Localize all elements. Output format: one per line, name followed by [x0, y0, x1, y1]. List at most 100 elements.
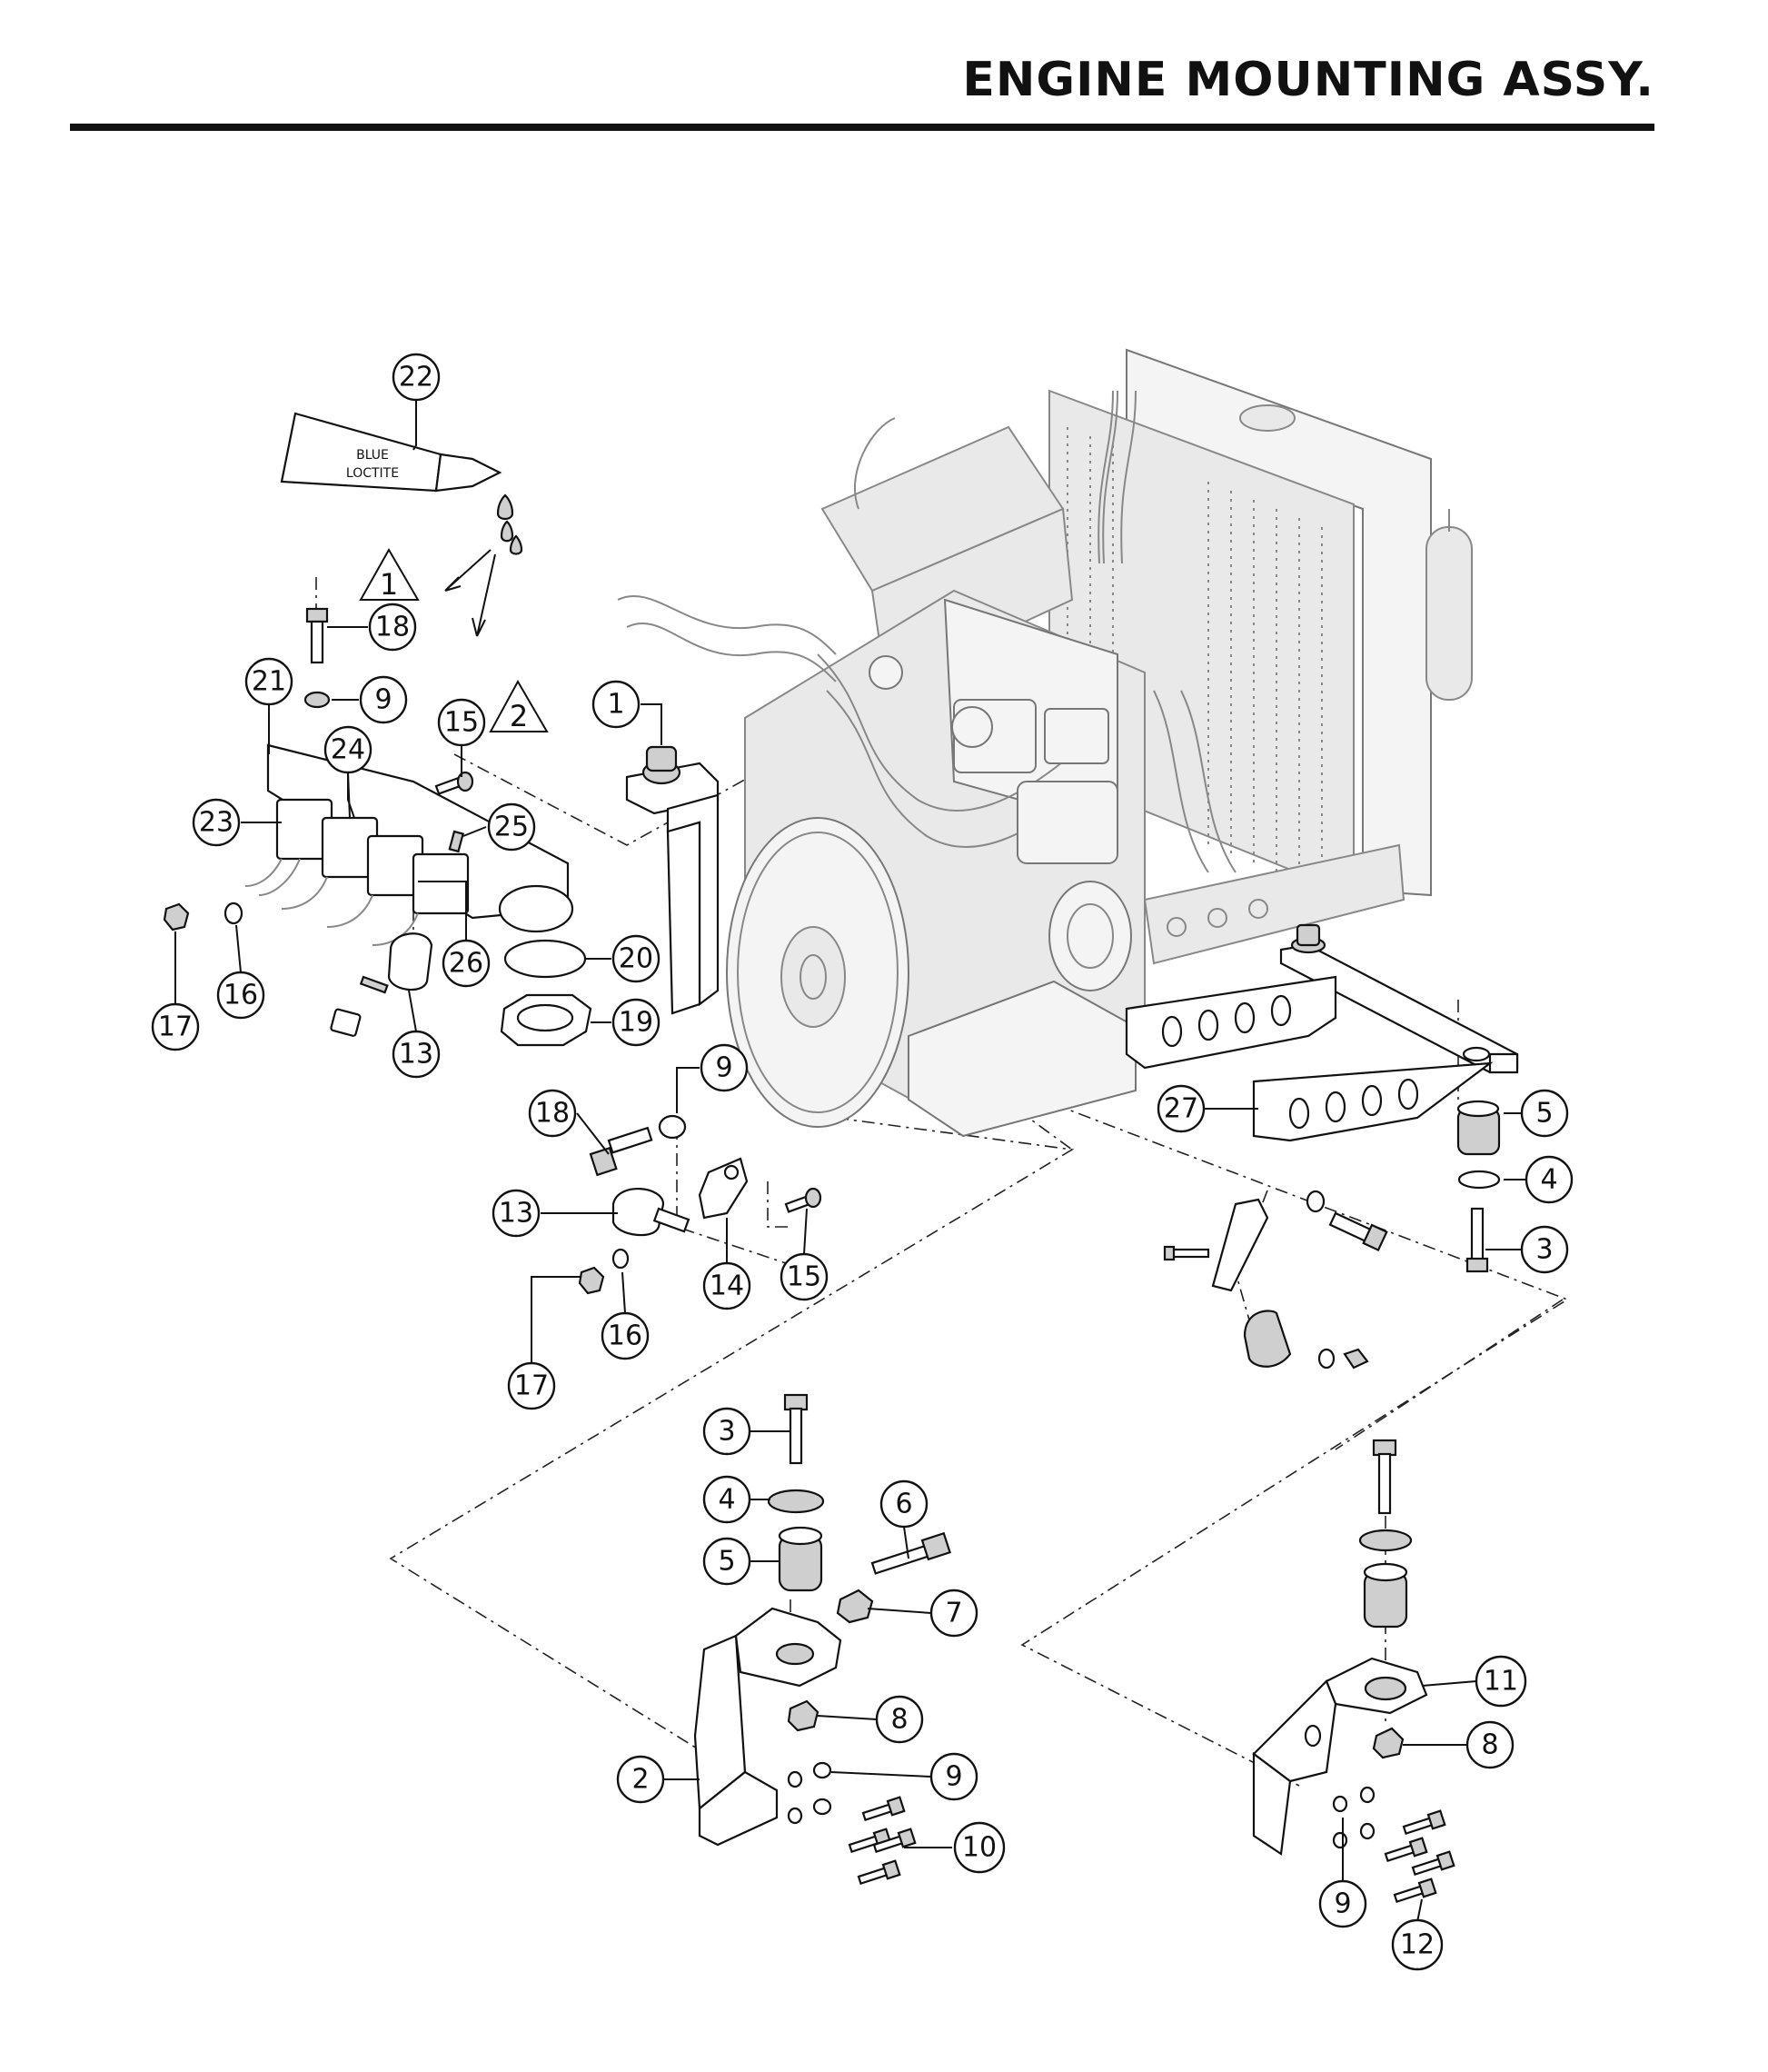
washer-16-upper — [223, 902, 243, 925]
svg-text:25: 25 — [494, 812, 529, 843]
svg-text:17: 17 — [158, 1011, 193, 1043]
washer-4-left — [767, 1489, 825, 1514]
spring-25 — [448, 830, 465, 853]
nut-17-lower — [578, 1266, 605, 1295]
bolt-3-right — [1465, 1207, 1489, 1273]
svg-text:22: 22 — [399, 362, 433, 393]
callout-12: 12 — [1391, 1918, 1444, 1971]
callout-9-middle: 9 — [700, 1043, 749, 1092]
svg-text:18: 18 — [375, 612, 410, 643]
callout-8-left: 8 — [875, 1695, 924, 1744]
svg-text:15: 15 — [787, 1261, 821, 1293]
mount-bracket-1 — [625, 745, 720, 1015]
washer-16-lower — [611, 1248, 630, 1270]
svg-text:17: 17 — [514, 1370, 549, 1402]
svg-text:9: 9 — [1334, 1888, 1351, 1920]
svg-text:18: 18 — [535, 1098, 570, 1130]
callout-5-right: 5 — [1520, 1089, 1569, 1138]
bolts-10 — [848, 1796, 917, 1885]
svg-text:19: 19 — [619, 1007, 653, 1039]
callout-6: 6 — [879, 1479, 929, 1529]
nut-17-upper — [163, 902, 190, 931]
mount-bracket-2 — [693, 1607, 842, 1847]
callout-9-right: 9 — [1318, 1879, 1367, 1928]
callout-18-upper: 18 — [368, 603, 417, 652]
bolts-12 — [1384, 1809, 1455, 1903]
bolt-3-left — [783, 1393, 809, 1465]
svg-text:9: 9 — [945, 1761, 962, 1793]
svg-text:13: 13 — [399, 1039, 433, 1071]
relay-block-23-24 — [244, 798, 470, 946]
isolator-5-rightlow — [1363, 1562, 1408, 1629]
side-bracket-27-upper — [1125, 975, 1337, 1070]
title-rule — [70, 124, 1654, 131]
svg-text:2: 2 — [631, 1764, 649, 1796]
svg-text:9: 9 — [715, 1052, 732, 1084]
callout-14: 14 — [702, 1261, 751, 1310]
callout-bubbles: 22 18 9 21 15 24 23 25 26 20 19 17 16 13… — [151, 353, 1574, 1971]
callout-22: 22 — [392, 353, 441, 402]
callout-9-upper: 9 — [359, 675, 408, 724]
callout-11: 11 — [1475, 1655, 1527, 1708]
relay-bracket-21 — [266, 743, 574, 933]
support-bar-27 — [1279, 923, 1519, 1074]
bolt-18-upper — [305, 607, 329, 664]
callout-27: 27 — [1157, 1084, 1206, 1133]
bolt-3-rightlow — [1372, 1439, 1397, 1515]
arrow-loctite-to-18 — [444, 549, 492, 592]
callout-19: 19 — [611, 998, 661, 1047]
svg-text:12: 12 — [1400, 1929, 1435, 1961]
bolt-15-upper — [434, 771, 474, 795]
callout-13-upper: 13 — [392, 1030, 441, 1079]
callout-15-upper: 15 — [437, 698, 486, 747]
isolator-5-left — [778, 1526, 823, 1592]
callout-26: 26 — [442, 939, 491, 988]
midright-hardware — [1163, 1190, 1388, 1370]
callout-5-left: 5 — [702, 1537, 751, 1586]
callout-21: 21 — [244, 657, 293, 706]
o-ring-20 — [503, 939, 587, 979]
callout-9-left: 9 — [929, 1752, 978, 1801]
svg-text:23: 23 — [199, 807, 233, 839]
nut-8-left — [787, 1699, 819, 1732]
callout-25: 25 — [487, 802, 536, 852]
callout-17-upper: 17 — [151, 1002, 200, 1051]
svg-text:4: 4 — [718, 1484, 735, 1516]
bolt-18-lower — [589, 1126, 653, 1177]
svg-text:14: 14 — [710, 1270, 744, 1302]
svg-text:4: 4 — [1540, 1164, 1557, 1196]
svg-text:20: 20 — [619, 943, 653, 975]
callout-15-lower: 15 — [780, 1252, 829, 1301]
bracket-14 — [698, 1157, 749, 1220]
svg-text:8: 8 — [890, 1704, 908, 1736]
nut-8-right — [1372, 1727, 1405, 1759]
isolator-5-right — [1456, 1100, 1501, 1156]
svg-text:11: 11 — [1484, 1666, 1518, 1698]
callout-13-lower: 13 — [492, 1189, 541, 1238]
svg-text:5: 5 — [1535, 1098, 1553, 1130]
callout-3-right: 3 — [1520, 1225, 1569, 1274]
svg-text:3: 3 — [1535, 1234, 1553, 1266]
svg-text:26: 26 — [449, 948, 483, 980]
warning-label-1: 1 — [380, 567, 398, 602]
callout-4-right: 4 — [1525, 1155, 1574, 1204]
callout-24: 24 — [323, 725, 372, 774]
svg-text:16: 16 — [608, 1320, 642, 1352]
callout-4-left: 4 — [702, 1475, 751, 1524]
svg-text:3: 3 — [718, 1416, 735, 1448]
svg-text:27: 27 — [1164, 1093, 1198, 1125]
svg-text:5: 5 — [718, 1546, 735, 1578]
callout-8-right: 8 — [1465, 1720, 1515, 1769]
svg-text:21: 21 — [252, 666, 286, 698]
washer-4-right — [1457, 1170, 1501, 1190]
callout-7: 7 — [929, 1589, 978, 1638]
loctite-tube: BLUE LOCTITE — [280, 412, 523, 555]
washer-4-rightlow — [1358, 1529, 1413, 1552]
warning-triangle-1: 1 — [359, 547, 420, 602]
svg-text:6: 6 — [895, 1489, 912, 1520]
callout-16-upper: 16 — [216, 971, 265, 1020]
callout-23: 23 — [192, 798, 241, 847]
bolt-6 — [870, 1531, 951, 1575]
tube-label-line1: BLUE — [356, 448, 389, 463]
